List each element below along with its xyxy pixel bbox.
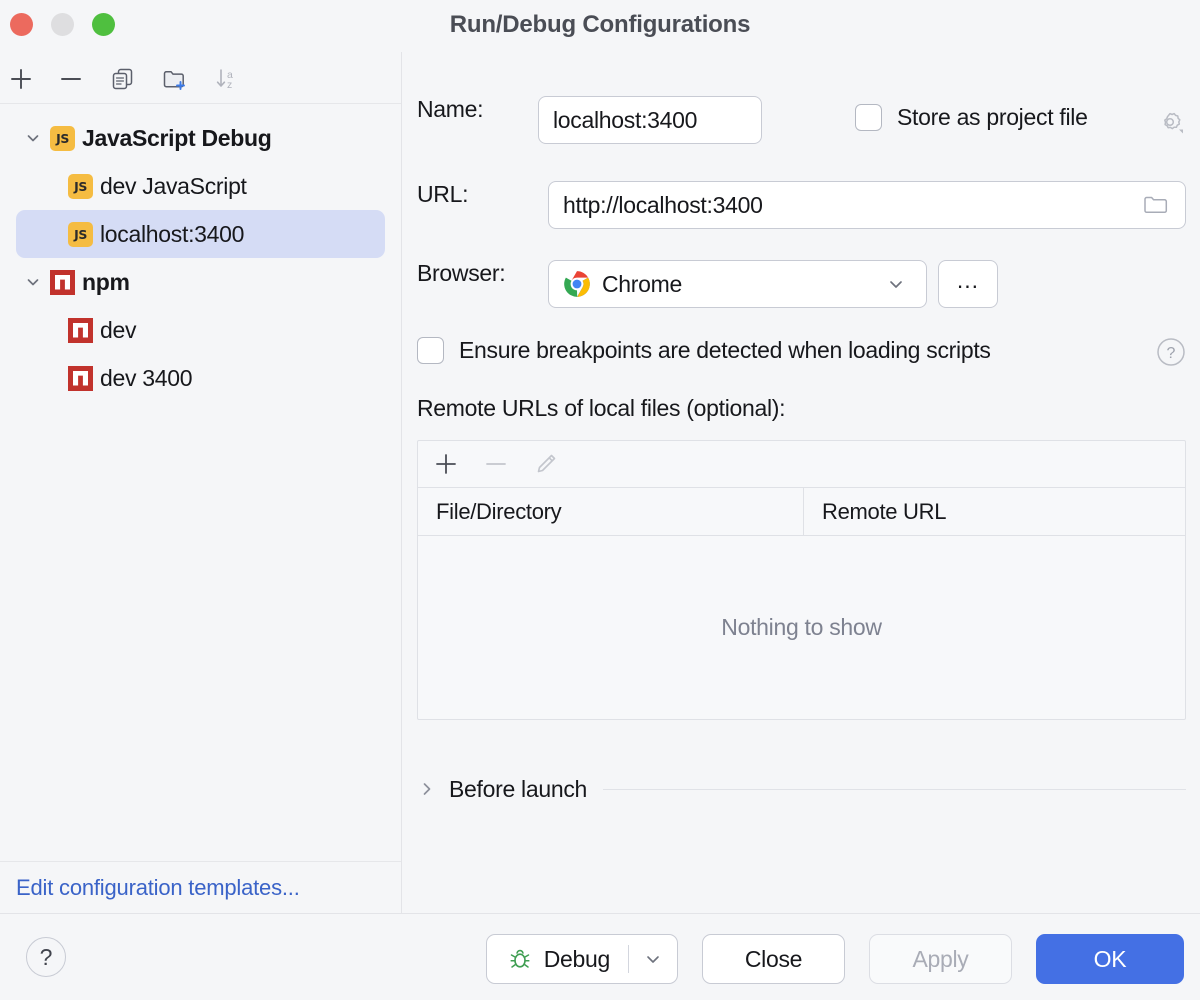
debug-button-label: Debug <box>543 945 611 972</box>
tree-item-label: dev 3400 <box>100 364 193 391</box>
browser-row: Browser: <box>417 260 506 287</box>
remote-urls-table-header: File/Directory Remote URL <box>418 488 1185 536</box>
configurations-panel: a z JS JavaScript Debug JS dev J <box>0 52 402 913</box>
help-button[interactable]: ? <box>26 937 66 977</box>
remote-urls-table: File/Directory Remote URL Nothing to sho… <box>417 440 1186 720</box>
title-bar: Run/Debug Configurations <box>0 0 1200 52</box>
tree-item-label: dev <box>100 316 137 343</box>
chevron-down-icon[interactable] <box>16 128 50 148</box>
add-configuration-button[interactable] <box>4 62 38 96</box>
browser-select-value: Chrome <box>602 270 683 297</box>
tree-item-dev-javascript[interactable]: JS dev JavaScript <box>16 162 385 210</box>
zoom-window-button[interactable] <box>92 13 115 36</box>
name-input-value: localhost:3400 <box>553 106 698 133</box>
footer-buttons: Debug Close Apply OK <box>485 934 1184 984</box>
npm-badge-icon <box>50 269 75 295</box>
tree-item-dev[interactable]: dev <box>16 306 385 354</box>
add-remote-url-button[interactable] <box>432 450 460 478</box>
tree-item-label: JavaScript Debug <box>82 124 272 151</box>
empty-state-text: Nothing to show <box>721 613 882 640</box>
svg-text:z: z <box>227 79 232 91</box>
url-label: URL: <box>417 181 469 207</box>
ok-button-label: OK <box>1093 945 1127 972</box>
js-badge-icon: JS <box>50 125 75 151</box>
column-header-remote-url: Remote URL <box>822 498 947 524</box>
configurations-tree[interactable]: JS JavaScript Debug JS dev JavaScript JS… <box>0 104 401 861</box>
tree-item-dev-3400[interactable]: dev 3400 <box>16 354 385 402</box>
url-row: URL: <box>417 181 469 208</box>
browser-label: Browser: <box>417 260 506 286</box>
remote-urls-table-body: Nothing to show <box>418 536 1185 718</box>
edit-remote-url-button[interactable] <box>532 450 560 478</box>
url-input[interactable]: http://localhost:3400 <box>548 181 1186 229</box>
remove-configuration-button[interactable] <box>54 62 88 96</box>
url-input-value: http://localhost:3400 <box>563 191 763 218</box>
remote-urls-label: Remote URLs of local files (optional): <box>417 395 786 421</box>
window-controls <box>10 13 115 36</box>
sort-configurations-button[interactable]: a z <box>210 62 244 96</box>
close-button[interactable]: Close <box>702 934 845 984</box>
tree-group-javascript-debug[interactable]: JS JavaScript Debug <box>16 114 385 162</box>
edit-configuration-templates-label: Edit configuration templates... <box>16 874 300 900</box>
name-input[interactable]: localhost:3400 <box>538 96 762 144</box>
ensure-breakpoints-checkbox[interactable] <box>417 337 444 364</box>
debug-button-separator <box>628 945 629 973</box>
js-badge-icon: JS <box>68 221 93 247</box>
column-header-file-directory: File/Directory <box>418 488 804 535</box>
chrome-icon <box>563 270 591 298</box>
new-folder-button[interactable] <box>158 62 192 96</box>
remove-remote-url-button[interactable] <box>482 450 510 478</box>
configurations-toolbar: a z <box>0 52 401 104</box>
browser-select[interactable]: Chrome <box>548 260 927 308</box>
name-row: Name: <box>417 96 484 123</box>
before-launch-section[interactable]: Before launch <box>417 774 1186 804</box>
dialog-footer: ? Debug <box>0 913 1200 1000</box>
close-button-label: Close <box>744 945 803 972</box>
browse-folder-icon[interactable] <box>1141 192 1171 218</box>
tree-group-npm[interactable]: npm <box>16 258 385 306</box>
store-as-project-file-checkbox[interactable] <box>855 104 882 131</box>
tree-item-label: npm <box>82 268 130 295</box>
tree-item-localhost-3400[interactable]: JS localhost:3400 <box>16 210 385 258</box>
bug-icon <box>507 946 533 972</box>
browser-more-button[interactable]: ... <box>938 260 998 308</box>
js-badge-icon: JS <box>68 173 93 199</box>
close-window-button[interactable] <box>10 13 33 36</box>
gear-icon[interactable] <box>1155 107 1185 142</box>
help-button-label: ? <box>39 943 53 970</box>
browser-more-label: ... <box>956 266 980 293</box>
name-label: Name: <box>417 96 484 122</box>
npm-badge-icon <box>68 365 93 391</box>
window-title: Run/Debug Configurations <box>449 11 751 38</box>
chevron-down-icon[interactable] <box>16 272 50 292</box>
svg-text:?: ? <box>1167 345 1176 362</box>
debug-dropdown-button[interactable] <box>629 935 677 983</box>
configuration-form: Name: localhost:3400 Store as project fi… <box>403 52 1200 913</box>
chevron-down-icon[interactable] <box>884 272 916 296</box>
ok-button[interactable]: OK <box>1036 934 1184 984</box>
edit-configuration-templates-link[interactable]: Edit configuration templates... <box>0 861 401 913</box>
svg-text:a: a <box>227 69 233 81</box>
ensure-breakpoints-label: Ensure breakpoints are detected when loa… <box>459 337 991 363</box>
copy-configuration-button[interactable] <box>106 62 140 96</box>
chevron-right-icon[interactable] <box>417 779 437 799</box>
npm-badge-icon <box>68 317 93 343</box>
remote-urls-table-toolbar <box>418 441 1185 488</box>
before-launch-label: Before launch <box>449 775 588 802</box>
minimize-window-button[interactable] <box>51 13 74 36</box>
apply-button-label: Apply <box>912 945 969 972</box>
debug-button[interactable]: Debug <box>485 934 678 984</box>
ensure-breakpoints-row[interactable]: Ensure breakpoints are detected when loa… <box>417 337 991 364</box>
debug-button-main[interactable]: Debug <box>487 935 628 983</box>
tree-item-label: localhost:3400 <box>100 220 245 247</box>
help-icon[interactable]: ? <box>1156 337 1186 372</box>
store-as-project-file-label: Store as project file <box>897 104 1088 130</box>
before-launch-divider <box>603 788 1186 790</box>
store-as-project-file-row[interactable]: Store as project file <box>855 104 1088 131</box>
tree-item-label: dev JavaScript <box>100 172 247 199</box>
apply-button[interactable]: Apply <box>869 934 1012 984</box>
